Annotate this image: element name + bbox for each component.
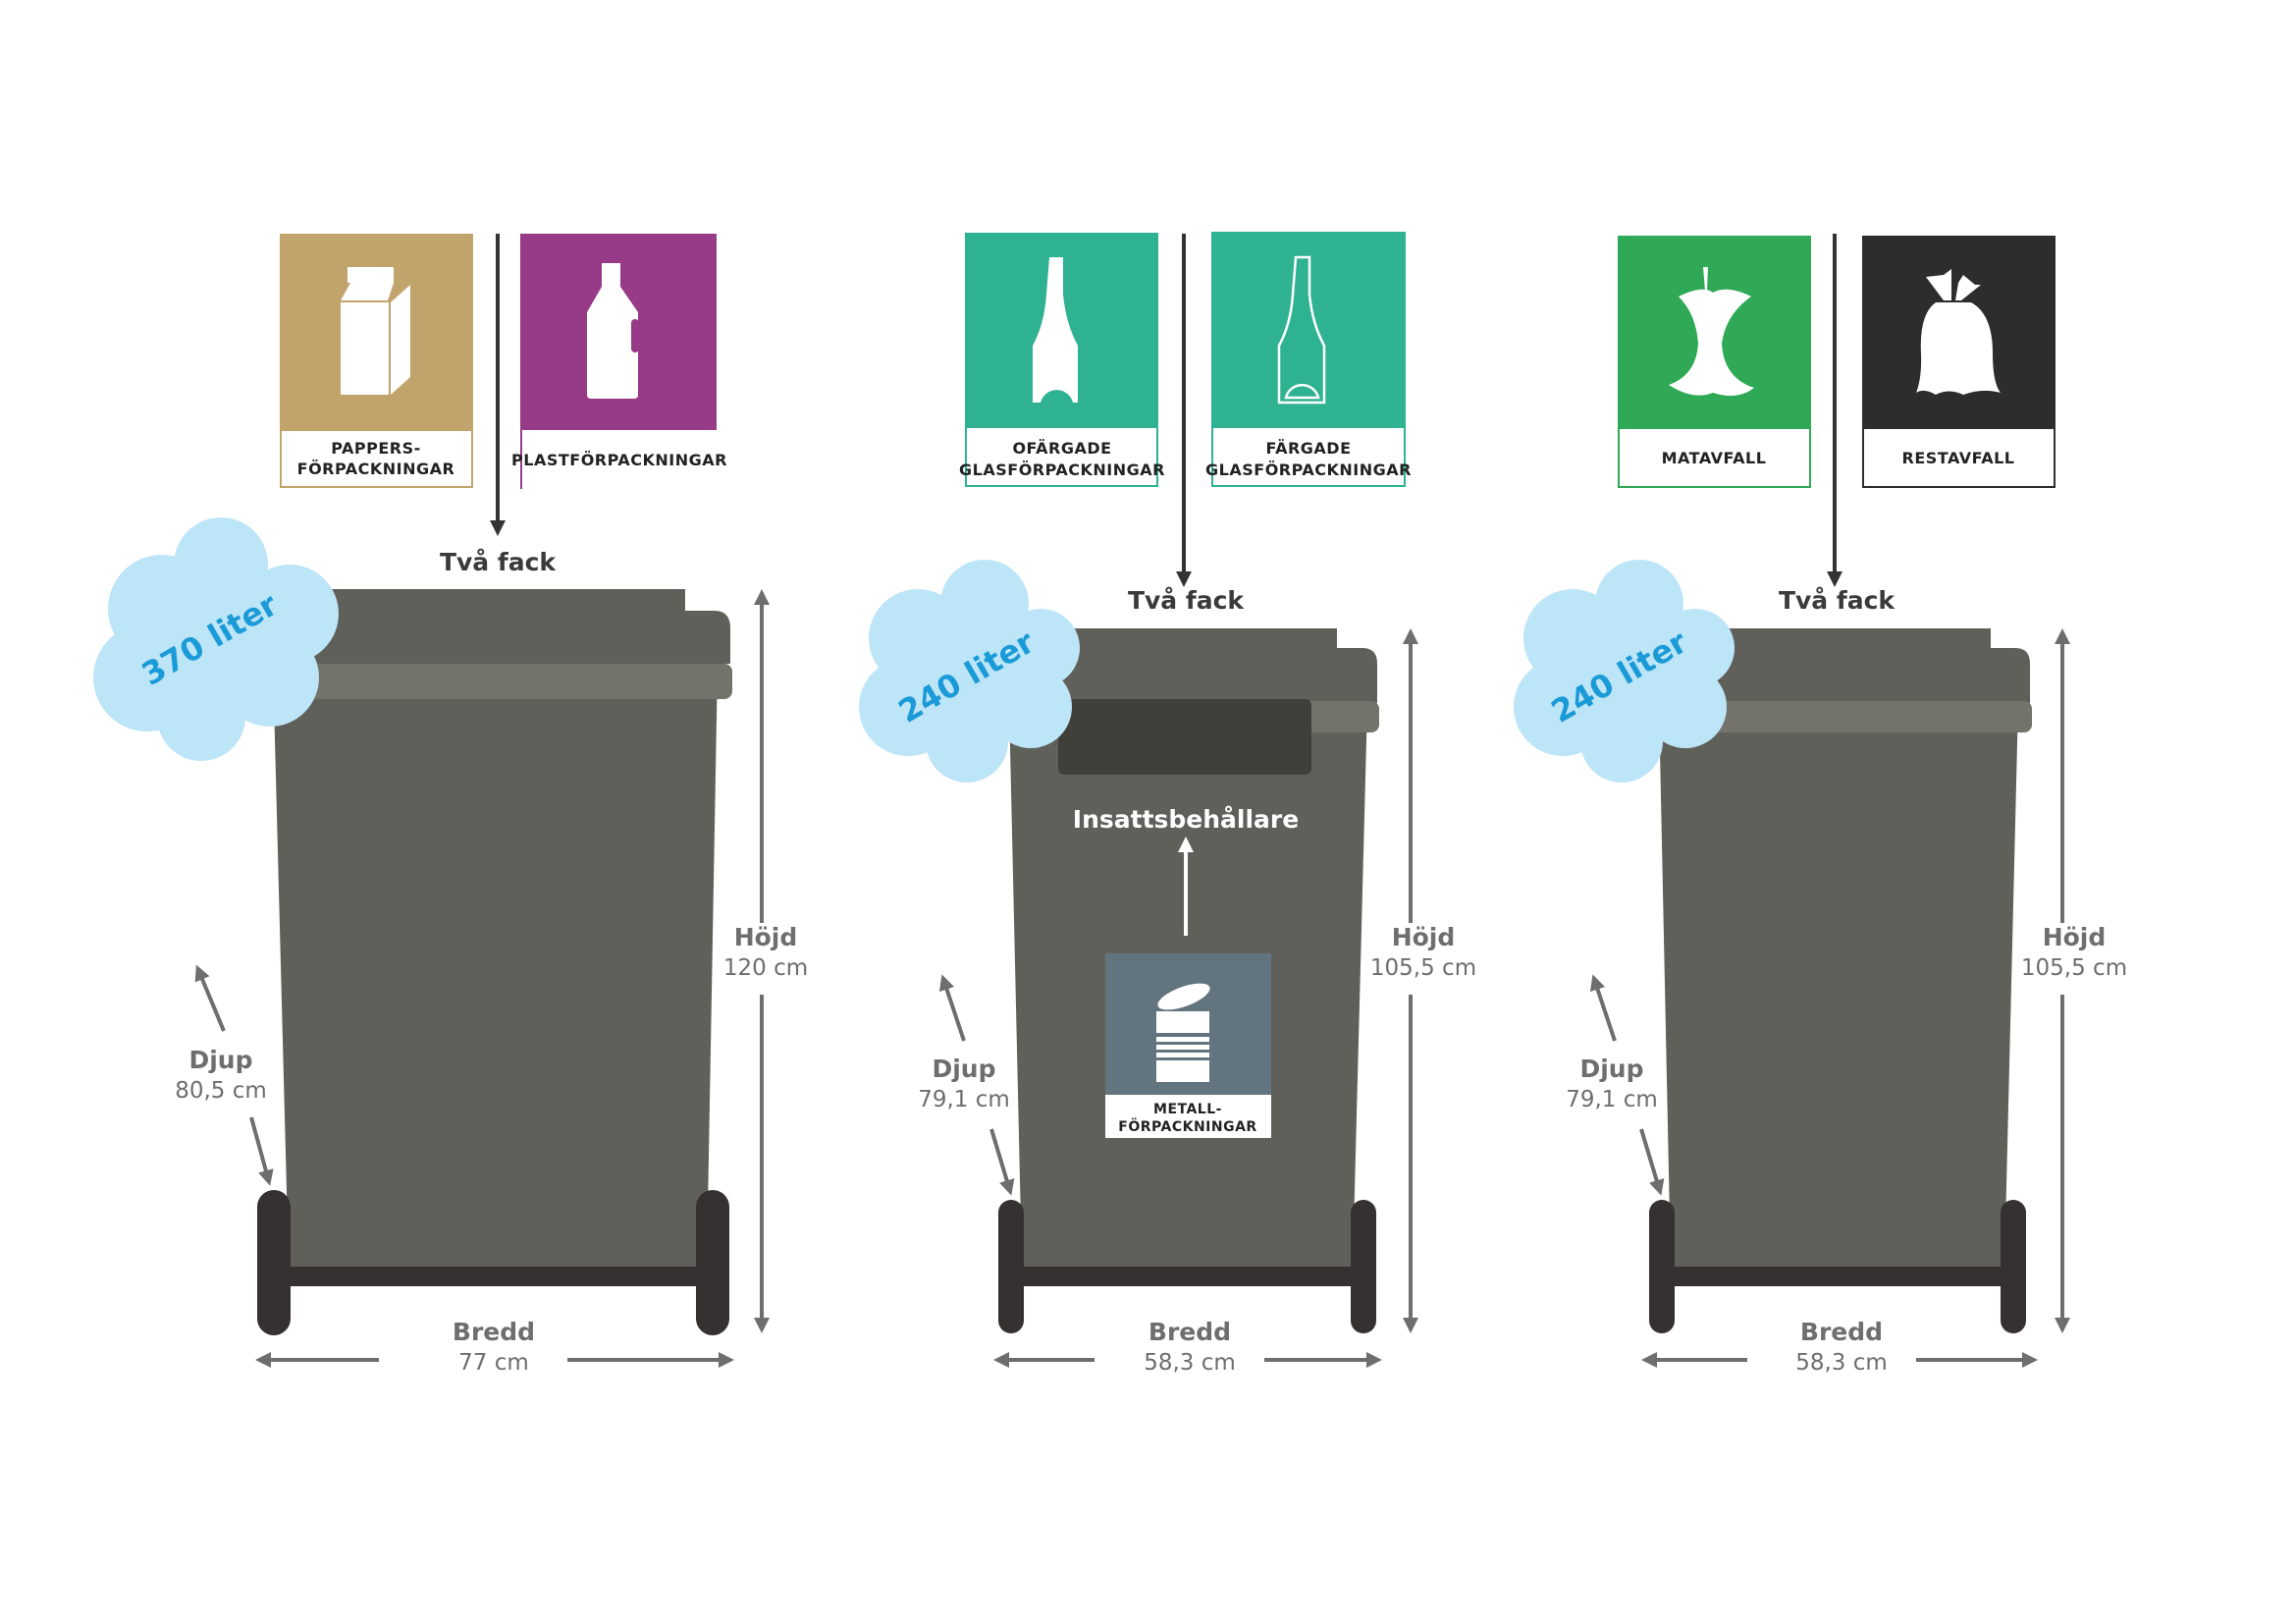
label-line: OFÄRGADE [1012,439,1111,458]
label-residual-waste: RESTAVFALL [1862,236,2056,488]
depth-value: 79,1 cm [1566,1087,1658,1112]
width-value: 77 cm [458,1350,529,1376]
height-value: 105,5 cm [1370,955,1476,981]
wheel-left [257,1190,291,1335]
apple-core-icon [1669,267,1754,397]
label-line: FÄRGADE [1265,439,1351,458]
label-food-waste: MATAVFALL [1618,236,1811,488]
width-label: Bredd [1148,1318,1231,1346]
height-value: 120 cm [723,955,808,981]
depth-arrow-up [194,964,226,1032]
wheelie-bin-240-food [1649,628,2032,1333]
trash-bag-icon [1916,269,2001,395]
compartments-label: Två fack [1779,586,1896,615]
depth-arrow-up [938,974,966,1042]
label-colored-glass: FÄRGADE GLASFÖRPACKNINGAR [1205,232,1412,487]
label-paper-packaging: PAPPERS- FÖRPACKNINGAR [280,234,473,488]
height-label: Höjd [1392,923,1456,951]
depth-arrow-down [989,1128,1015,1196]
volume-badge: 240 liter [859,560,1080,783]
milk-carton-icon [341,267,410,395]
height-label: Höjd [734,923,798,951]
depth-arrow-up [1589,974,1617,1042]
label-plastic-packaging: PLASTFÖRPACKNINGAR [511,234,727,489]
label-line: GLASFÖRPACKNINGAR [959,460,1165,479]
volume-badge: 370 liter [93,517,339,761]
width-value: 58,3 cm [1144,1350,1236,1376]
compartments-label: Två fack [1128,586,1245,615]
depth-value: 80,5 cm [175,1078,267,1104]
depth-arrow-down [249,1116,274,1186]
plastic-bottle-icon [587,263,639,399]
wheelie-bin-370 [257,589,732,1335]
colored-glass-bottle-icon [1277,255,1326,405]
label-clear-glass: OFÄRGADE GLASFÖRPACKNINGAR [959,233,1165,487]
clear-glass-bottle-icon [1033,257,1078,403]
depth-label: Djup [188,1046,252,1074]
wheel-right [696,1190,729,1335]
label-line: METALL- [1153,1102,1222,1117]
label-line: RESTAVFALL [1902,449,2015,467]
insert-label: Insattsbehållare [1073,805,1299,834]
label-line: MATAVFALL [1662,449,1767,467]
depth-value: 79,1 cm [918,1087,1010,1112]
height-value: 105,5 cm [2021,955,2127,981]
wheelie-bin-240-glass: Insattsbehållare METALL- FÖRPACKNINGAR [998,628,1379,1333]
wheel-right [1351,1200,1376,1333]
depth-label: Djup [1579,1055,1643,1083]
wheel-right [2001,1200,2026,1333]
label-line: GLASFÖRPACKNINGAR [1205,460,1412,479]
depth-arrow-down [1639,1128,1665,1196]
width-value: 58,3 cm [1795,1350,1888,1376]
bin-group-1: PAPPERS- FÖRPACKNINGAR PLASTFÖRPACKNINGA… [93,234,808,1376]
tin-can-icon [1156,983,1210,1082]
bin-group-2: OFÄRGADE GLASFÖRPACKNINGAR FÄRGADE GLASF… [859,232,1476,1376]
label-line: PLASTFÖRPACKNINGAR [511,451,727,469]
volume-badge: 240 liter [1514,560,1735,783]
label-line: PAPPERS- [331,439,421,458]
width-label: Bredd [453,1318,535,1346]
wheel-left [1649,1200,1675,1333]
label-line: FÖRPACKNINGAR [297,460,455,478]
label-metal-packaging: METALL- FÖRPACKNINGAR [1105,953,1271,1138]
insert-container [1058,699,1311,775]
wheel-left [998,1200,1024,1333]
height-label: Höjd [2043,923,2107,951]
width-label: Bredd [1800,1318,1883,1346]
compartments-label: Två fack [440,548,557,576]
bin-group-3: MATAVFALL RESTAVFALL Två fack [1514,234,2127,1376]
depth-label: Djup [932,1055,995,1083]
label-line: FÖRPACKNINGAR [1118,1117,1256,1135]
